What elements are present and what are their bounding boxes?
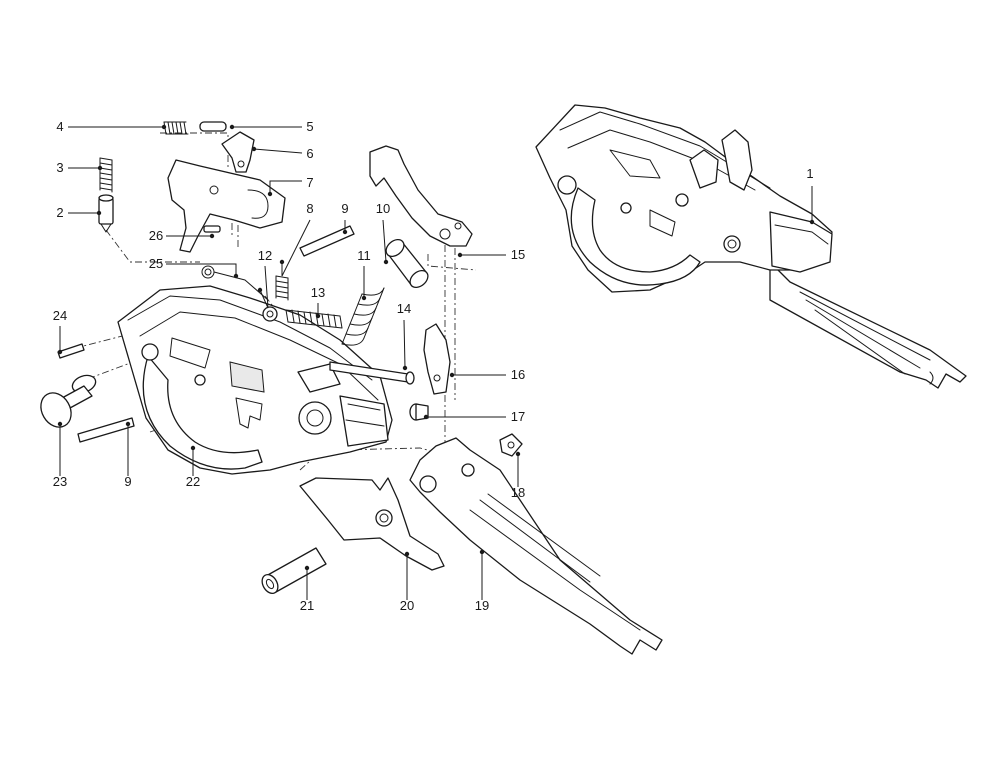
- callout-number: 22: [186, 474, 200, 489]
- part-7-hammer: [167, 159, 286, 253]
- callout-number: 10: [376, 201, 390, 216]
- callout-dot: [229, 124, 235, 130]
- part-8: [275, 275, 289, 301]
- callout-leader: [403, 319, 406, 369]
- assembled-trigger-group: [535, 104, 967, 389]
- callout-leader: [281, 219, 311, 277]
- part-24: [57, 343, 85, 359]
- part-6: [221, 131, 255, 173]
- callout-dot: [57, 349, 63, 355]
- callout-dot: [809, 219, 815, 225]
- part-14: [329, 361, 415, 385]
- callout-leader: [253, 148, 303, 154]
- callout-dot: [233, 273, 239, 279]
- callout-number: 23: [53, 474, 67, 489]
- part-5: [199, 121, 227, 132]
- callout-number: 24: [53, 308, 67, 323]
- part-18: [499, 433, 523, 457]
- part-21: [261, 547, 327, 594]
- callout-number: 14: [397, 301, 411, 316]
- part-10: [385, 238, 429, 289]
- housing-22: [117, 285, 393, 475]
- callout-leader: [269, 180, 302, 194]
- part-13: [285, 309, 343, 329]
- callout-dot: [342, 229, 348, 235]
- callout-leader: [166, 263, 237, 276]
- callout-dot: [457, 252, 463, 258]
- callout-number: 12: [258, 248, 272, 263]
- callout-dot: [57, 421, 63, 427]
- part-11: [341, 287, 385, 346]
- callout-dot: [423, 414, 429, 420]
- callout-number: 19: [475, 598, 489, 613]
- callout-dot: [383, 259, 389, 265]
- part-20: [299, 477, 445, 571]
- callout-dot: [315, 313, 321, 319]
- part-9-pin-upper: [299, 225, 355, 257]
- part-16: [423, 323, 451, 395]
- callout-number: 15: [511, 247, 525, 262]
- part-15: [369, 145, 473, 247]
- callout-number: 16: [511, 367, 525, 382]
- callout-number: 8: [306, 201, 313, 216]
- callout-number: 11: [357, 248, 371, 263]
- callout-leader: [382, 219, 387, 263]
- callout-dot: [190, 445, 196, 451]
- callout-dot: [125, 421, 131, 427]
- callout-number: 26: [149, 228, 163, 243]
- callout-number: 1: [806, 166, 813, 181]
- callout-dot: [479, 549, 485, 555]
- callout-number: 4: [56, 119, 63, 134]
- callout-number: 21: [300, 598, 314, 613]
- callout-dot: [304, 565, 310, 571]
- callout-number: 9: [341, 201, 348, 216]
- callout-dot: [96, 210, 102, 216]
- callout-dot: [515, 451, 521, 457]
- callout-dot: [161, 124, 167, 130]
- callout-number: 3: [56, 160, 63, 175]
- callout-number: 6: [306, 146, 313, 161]
- callout-dot: [402, 365, 408, 371]
- callout-number: 20: [400, 598, 414, 613]
- part-4: [163, 121, 189, 135]
- callout-number: 7: [306, 175, 313, 190]
- part-3: [99, 157, 113, 193]
- callout-dot: [449, 372, 455, 378]
- callout-number: 2: [56, 205, 63, 220]
- part-19: [409, 437, 663, 655]
- part-23: [40, 374, 97, 428]
- part-9-pin-lower: [77, 417, 135, 443]
- callout-dot: [404, 551, 410, 557]
- part-25: [201, 265, 269, 301]
- callout-number: 13: [311, 285, 325, 300]
- callout-dot: [267, 191, 273, 197]
- callout-dot: [257, 287, 263, 293]
- callout-number: 25: [149, 256, 163, 271]
- callout-dot: [279, 259, 285, 265]
- callout-leader: [259, 265, 269, 309]
- callout-number: 5: [306, 119, 313, 134]
- callout-dot: [209, 233, 215, 239]
- part-12: [262, 306, 278, 322]
- callout-number: 18: [511, 485, 525, 500]
- callout-number: 17: [511, 409, 525, 424]
- callout-number: 9: [124, 474, 131, 489]
- callout-dot: [97, 165, 103, 171]
- callout-dot: [361, 295, 367, 301]
- callout-dot: [251, 146, 257, 152]
